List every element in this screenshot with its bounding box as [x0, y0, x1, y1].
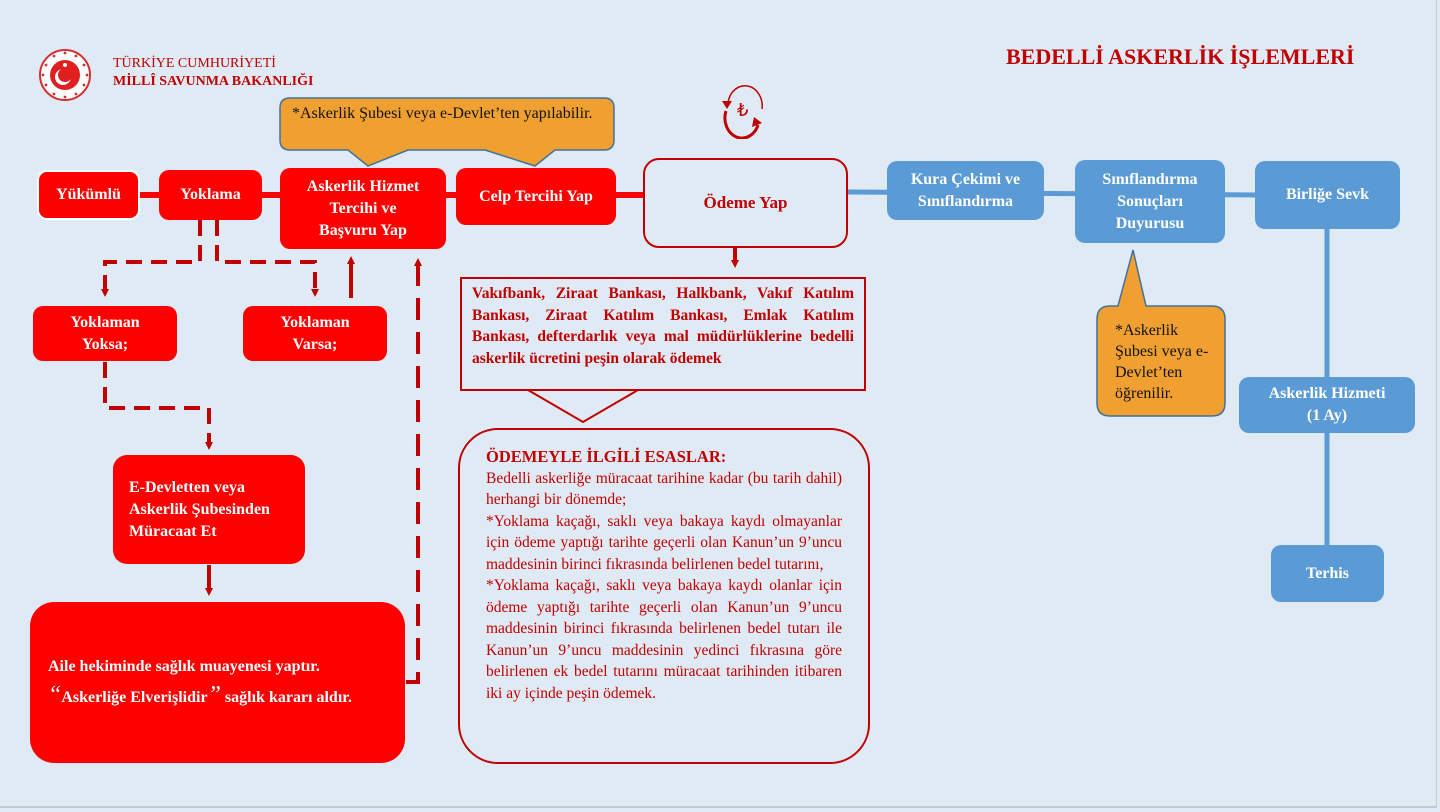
step-birlige-sevk-label: Birliğe Sevk: [1285, 186, 1370, 203]
quote-close: ”: [207, 682, 221, 708]
label-line: Sonuçları: [1117, 192, 1183, 210]
label-line: Sınıflandırma: [1102, 170, 1198, 188]
callout-top-shape: [279, 97, 615, 167]
step-celp-tercihi[interactable]: Celp Tercihi Yap: [456, 168, 616, 225]
label-line: Duyurusu: [1115, 214, 1185, 232]
label-line: Yoklaman: [70, 313, 140, 331]
org-line-1: TÜRKİYE CUMHURİYETİ: [113, 56, 276, 71]
label-line: E-Devletten veya: [129, 477, 289, 499]
step-terhis-label: Terhis: [1306, 564, 1349, 582]
label-line: (1 Ay): [1306, 407, 1348, 424]
payment-rules-box: ÖDEMEYLE İLGİLİ ESASLAR: Bedelli askerli…: [458, 428, 870, 764]
step-yukumlu[interactable]: Yükümlü: [37, 170, 140, 220]
organization-name: TÜRKİYE CUMHURİYETİ MİLLÎ SAVUNMA BAKANL…: [113, 55, 313, 91]
step-celp-tercihi-label: Celp Tercihi Yap: [479, 187, 593, 205]
step-askerlik-hizmeti[interactable]: Askerlik Hizmeti (1 Ay): [1239, 377, 1415, 433]
label-line: Yoksa;: [81, 335, 129, 353]
callout-right-text: *Askerlik Şubesi veya e-Devlet’ten öğren…: [1115, 322, 1209, 402]
payment-rule-1: *Yoklama kaçağı, saklı veya bakaya kaydı…: [486, 512, 842, 573]
branch-yoklaman-varsa[interactable]: Yoklaman Varsa;: [243, 306, 387, 361]
label-line: Kura Çekimi ve: [910, 170, 1021, 188]
lira-cycle-icon: ₺: [722, 85, 763, 139]
step-kura-cekimi[interactable]: Kura Çekimi ve Sınıflandırma: [887, 161, 1044, 220]
aile-hekimi-line-2: “Askerliğe Elverişlidir” sağlık kararı a…: [48, 681, 405, 712]
callout-right-shape: [1096, 249, 1226, 417]
health-decision: Askerliğe Elverişlidir: [61, 689, 208, 706]
label-line: Yoklaman: [280, 313, 350, 331]
step-birlige-sevk[interactable]: Birliğe Sevk: [1255, 161, 1400, 229]
step-yoklama-label: Yoklama: [180, 186, 241, 203]
step-odeme-yap[interactable]: Ödeme Yap: [643, 158, 848, 248]
ministry-emblem-icon: [39, 49, 91, 101]
step-terhis[interactable]: Terhis: [1271, 545, 1384, 602]
label-line: Askerlik Hizmet: [306, 177, 420, 195]
label-line: Varsa;: [292, 335, 338, 353]
connector-yoksa-edevlet: [103, 362, 213, 450]
org-line-2: MİLLÎ SAVUNMA BAKANLIĞI: [113, 74, 314, 89]
branch-yoklaman-yoksa[interactable]: Yoklaman Yoksa;: [33, 306, 177, 361]
connector-yoklama-yoksa: [101, 220, 202, 297]
svg-text:₺: ₺: [737, 100, 748, 121]
step-siniflandirma-sonuclari[interactable]: Sınıflandırma Sonuçları Duyurusu: [1075, 160, 1225, 243]
label-line: Sınıflandırma: [917, 192, 1014, 210]
step-odeme-yap-label: Ödeme Yap: [703, 193, 788, 212]
aile-hekimi-line-2-rest: sağlık kararı aldır.: [220, 689, 352, 706]
connector-yoklama-varsa: [215, 220, 319, 297]
label-line: Askerlik Şubesinden: [129, 500, 270, 518]
step-aile-hekimi[interactable]: Aile hekiminde sağlık muayenesi yaptır. …: [30, 602, 405, 763]
step-yukumlu-label: Yükümlü: [56, 186, 121, 203]
bank-pointer: [527, 389, 639, 424]
page-title: BEDELLİ ASKERLİK İŞLEMLERİ: [1006, 44, 1355, 69]
aile-hekimi-line-1: Aile hekiminde sağlık muayenesi yaptır.: [48, 658, 320, 675]
label-line: Tercihi ve: [329, 199, 397, 217]
payment-banks-box: Vakıfbank, Ziraat Bankası, Halkbank, Vak…: [460, 277, 866, 391]
label-text: E-Devletten veya: [129, 478, 245, 496]
step-yoklama[interactable]: Yoklama: [159, 170, 262, 220]
connector-aile-up: [406, 258, 422, 684]
step-askerlik-hizmet-tercihi[interactable]: Askerlik Hizmet Tercihi ve Başvuru Yap: [280, 168, 446, 249]
payment-rules-heading: ÖDEMEYLE İLGİLİ ESASLAR:: [486, 447, 727, 466]
payment-rules-intro: Bedelli askerliğe müracaat tarihine kada…: [486, 469, 842, 509]
payment-rule-2: *Yoklama kaçağı, saklı veya bakaya kaydı…: [486, 577, 842, 702]
callout-top-text: *Askerlik Şubesi veya e-Devlet’ten yapıl…: [292, 105, 593, 122]
step-edevlet-muracaat[interactable]: E-Devletten veya Askerlik Şubesinden Mür…: [113, 455, 305, 564]
quote-open: “: [48, 682, 62, 708]
label-line: Müracaat Et: [129, 522, 217, 540]
label-line: Askerlik Hizmeti: [1268, 385, 1386, 402]
label-line: Başvuru Yap: [319, 221, 407, 239]
